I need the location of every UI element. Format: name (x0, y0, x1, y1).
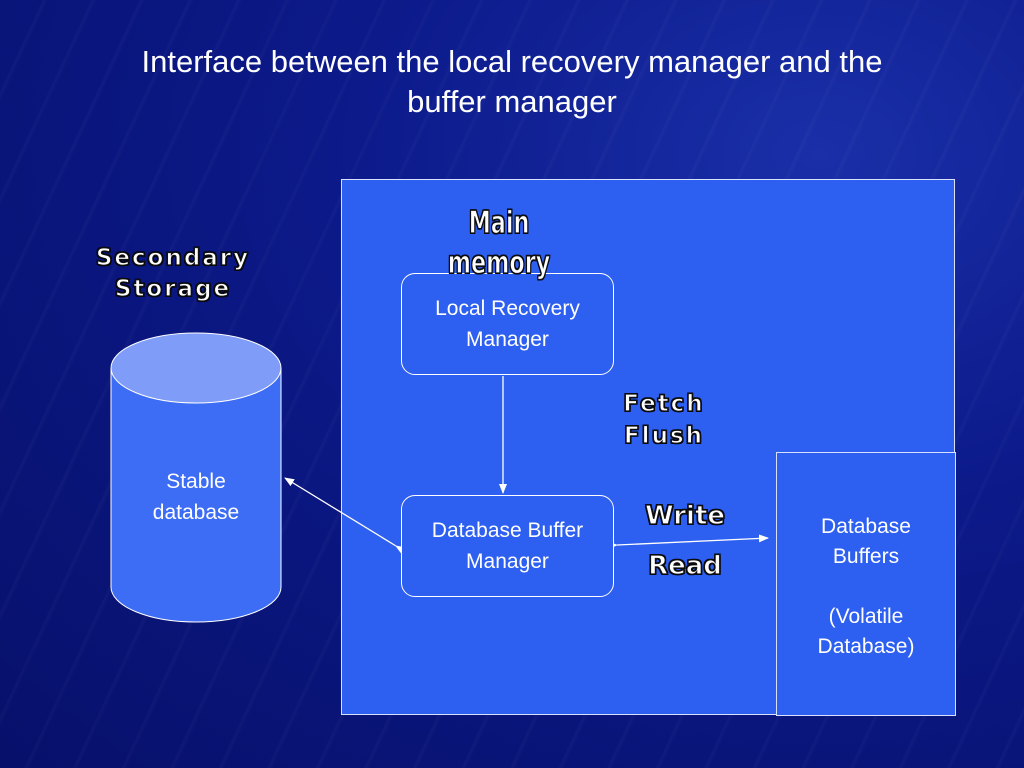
stable-db-buffer-manager-arrow (284, 477, 406, 555)
database-buffers-box (776, 452, 956, 716)
write-read-arrow (607, 534, 769, 550)
read-label: Read (647, 550, 722, 581)
write-label: Write (644, 500, 726, 531)
secondary-storage-label: Secondary Storage (95, 244, 251, 302)
stable-database-label: Stable database (152, 470, 240, 524)
local-recovery-manager-box: Local Recovery Manager (401, 273, 614, 375)
stable-database-cylinder (110, 332, 282, 623)
slide-title: Interface between the local recovery man… (141, 44, 883, 119)
database-buffers-label: Database Buffers (Volatile Database) (817, 515, 915, 658)
main-memory-label: Main memory (447, 204, 551, 281)
fetch-flush-label: Fetch Flush (623, 390, 705, 449)
database-buffer-manager-box: Database Buffer Manager (401, 495, 614, 597)
